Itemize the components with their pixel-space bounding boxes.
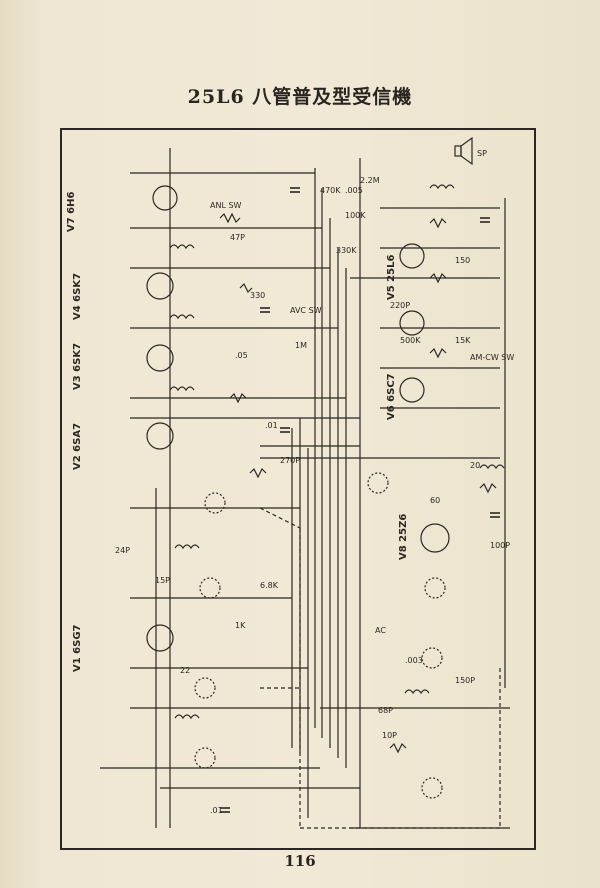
label-330k: 330K: [336, 246, 357, 255]
label-ac: AC: [375, 626, 386, 635]
tube-label-v2: V2 6SA7: [72, 422, 83, 470]
label-6-8k: 6.8K: [260, 581, 279, 590]
page-number: 116: [284, 852, 316, 870]
tube-v2: [146, 422, 174, 450]
label-amcw-sw: AM-CW SW: [470, 353, 514, 362]
bus-lines: [100, 148, 510, 829]
tube-v5: [399, 243, 425, 269]
label-005a: .005: [345, 186, 363, 195]
tube-label-v6: V6 6SC7: [386, 373, 397, 420]
label-470k: 470K: [320, 186, 341, 195]
label-100p: 100P: [490, 541, 510, 550]
label-150: 150: [455, 256, 470, 265]
tube-symbols: [146, 185, 450, 652]
label-60: 60: [430, 496, 440, 505]
label-15p: 15P: [155, 576, 170, 585]
speaker-symbol: [454, 136, 473, 166]
label-47p: 47P: [230, 233, 245, 242]
label-68p: 68P: [378, 706, 393, 715]
label-01b: .01: [210, 806, 223, 815]
tube-v6b: [399, 377, 425, 403]
tube-v4: [146, 272, 174, 300]
label-150p: 150P: [455, 676, 475, 685]
label-20: 20: [470, 461, 480, 470]
label-05: .05: [235, 351, 248, 360]
component-labels: 470K .005 100K 2.2M 47P 330K 330 ANL SW …: [115, 149, 514, 815]
label-270p: 270P: [280, 456, 300, 465]
label-sp: SP: [477, 149, 487, 158]
resistor-symbols: [219, 212, 497, 754]
label-330: 330: [250, 291, 265, 300]
tube-v3: [146, 344, 174, 372]
coil-symbols: [169, 184, 505, 720]
tube-v1: [146, 624, 174, 652]
label-15k: 15K: [455, 336, 471, 345]
band-switch-wafers: [194, 472, 446, 799]
label-01: .01: [265, 421, 278, 430]
label-100k: 100K: [345, 211, 366, 220]
label-1m: 1M: [295, 341, 307, 350]
capacitor-symbols: [220, 187, 500, 813]
circuit-schematic: 470K .005 100K 2.2M 47P 330K 330 ANL SW …: [100, 136, 514, 829]
label-22: 22: [180, 666, 190, 675]
schematic-frame: [60, 128, 536, 850]
tube-label-v3: V3 6SK7: [72, 342, 83, 390]
tube-v6a: [399, 310, 425, 336]
label-anl-sw: ANL SW: [210, 201, 242, 210]
gang-dashed-lines: [259, 507, 501, 829]
tube-v7: [152, 185, 178, 211]
stage-wires: [130, 172, 500, 709]
label-220p: 220P: [390, 301, 410, 310]
tube-label-v4: V4 6SK7: [72, 272, 83, 320]
tube-label-v8: V8 25Z6: [398, 513, 409, 560]
tube-label-v1: V1 6SG7: [72, 624, 83, 672]
tube-label-v7: V7 6H6: [66, 191, 77, 232]
label-500k: 500K: [400, 336, 421, 345]
label-003: .003: [405, 656, 423, 665]
page-title: 25L6 八管普及型受信機: [187, 86, 413, 108]
label-24p: 24P: [115, 546, 130, 555]
label-1k: 1K: [235, 621, 246, 630]
tube-label-v5: V5 25L6: [386, 254, 397, 300]
label-2-2m: 2.2M: [360, 176, 380, 185]
label-avc-sw: AVC SW: [290, 306, 322, 315]
label-10p: 10P: [382, 731, 397, 740]
tube-v8: [420, 523, 450, 553]
